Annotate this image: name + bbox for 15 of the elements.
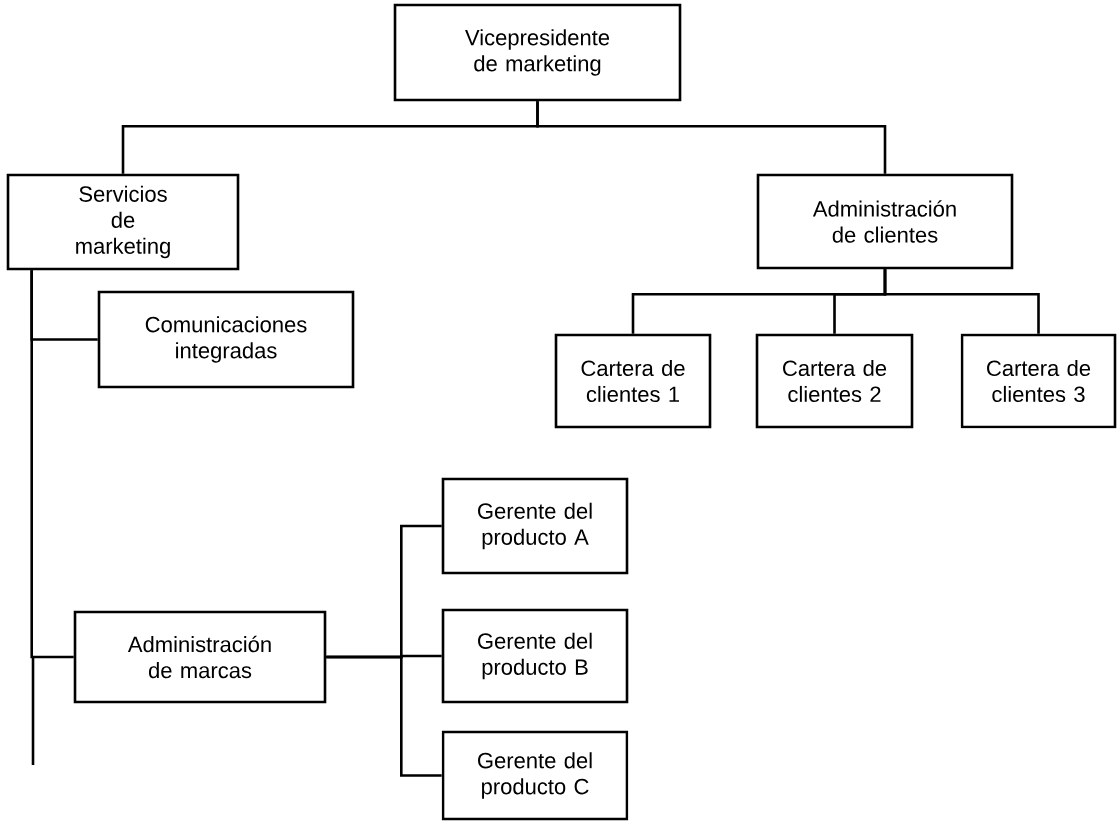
org-box: Cartera de clientes 1 <box>554 333 712 429</box>
connector-line <box>326 655 442 777</box>
org-box: Servicios de marketing <box>6 173 240 271</box>
org-box: Cartera de clientes 3 <box>960 333 1117 429</box>
org-box: Administración de clientes <box>756 173 1014 270</box>
org-box: Gerente del producto B <box>441 608 629 704</box>
org-box: Comunicaciones integradas <box>97 290 355 389</box>
org-box: Gerente del producto C <box>441 730 629 821</box>
connector-line <box>536 101 887 174</box>
org-box: Cartera de clientes 2 <box>755 333 914 429</box>
connector-line <box>883 269 1040 334</box>
connector-line <box>30 270 74 659</box>
org-box: Vicepresidente de marketing <box>393 3 682 102</box>
org-box: Gerente del producto A <box>441 477 629 575</box>
org-box: Administración de marcas <box>73 610 327 704</box>
